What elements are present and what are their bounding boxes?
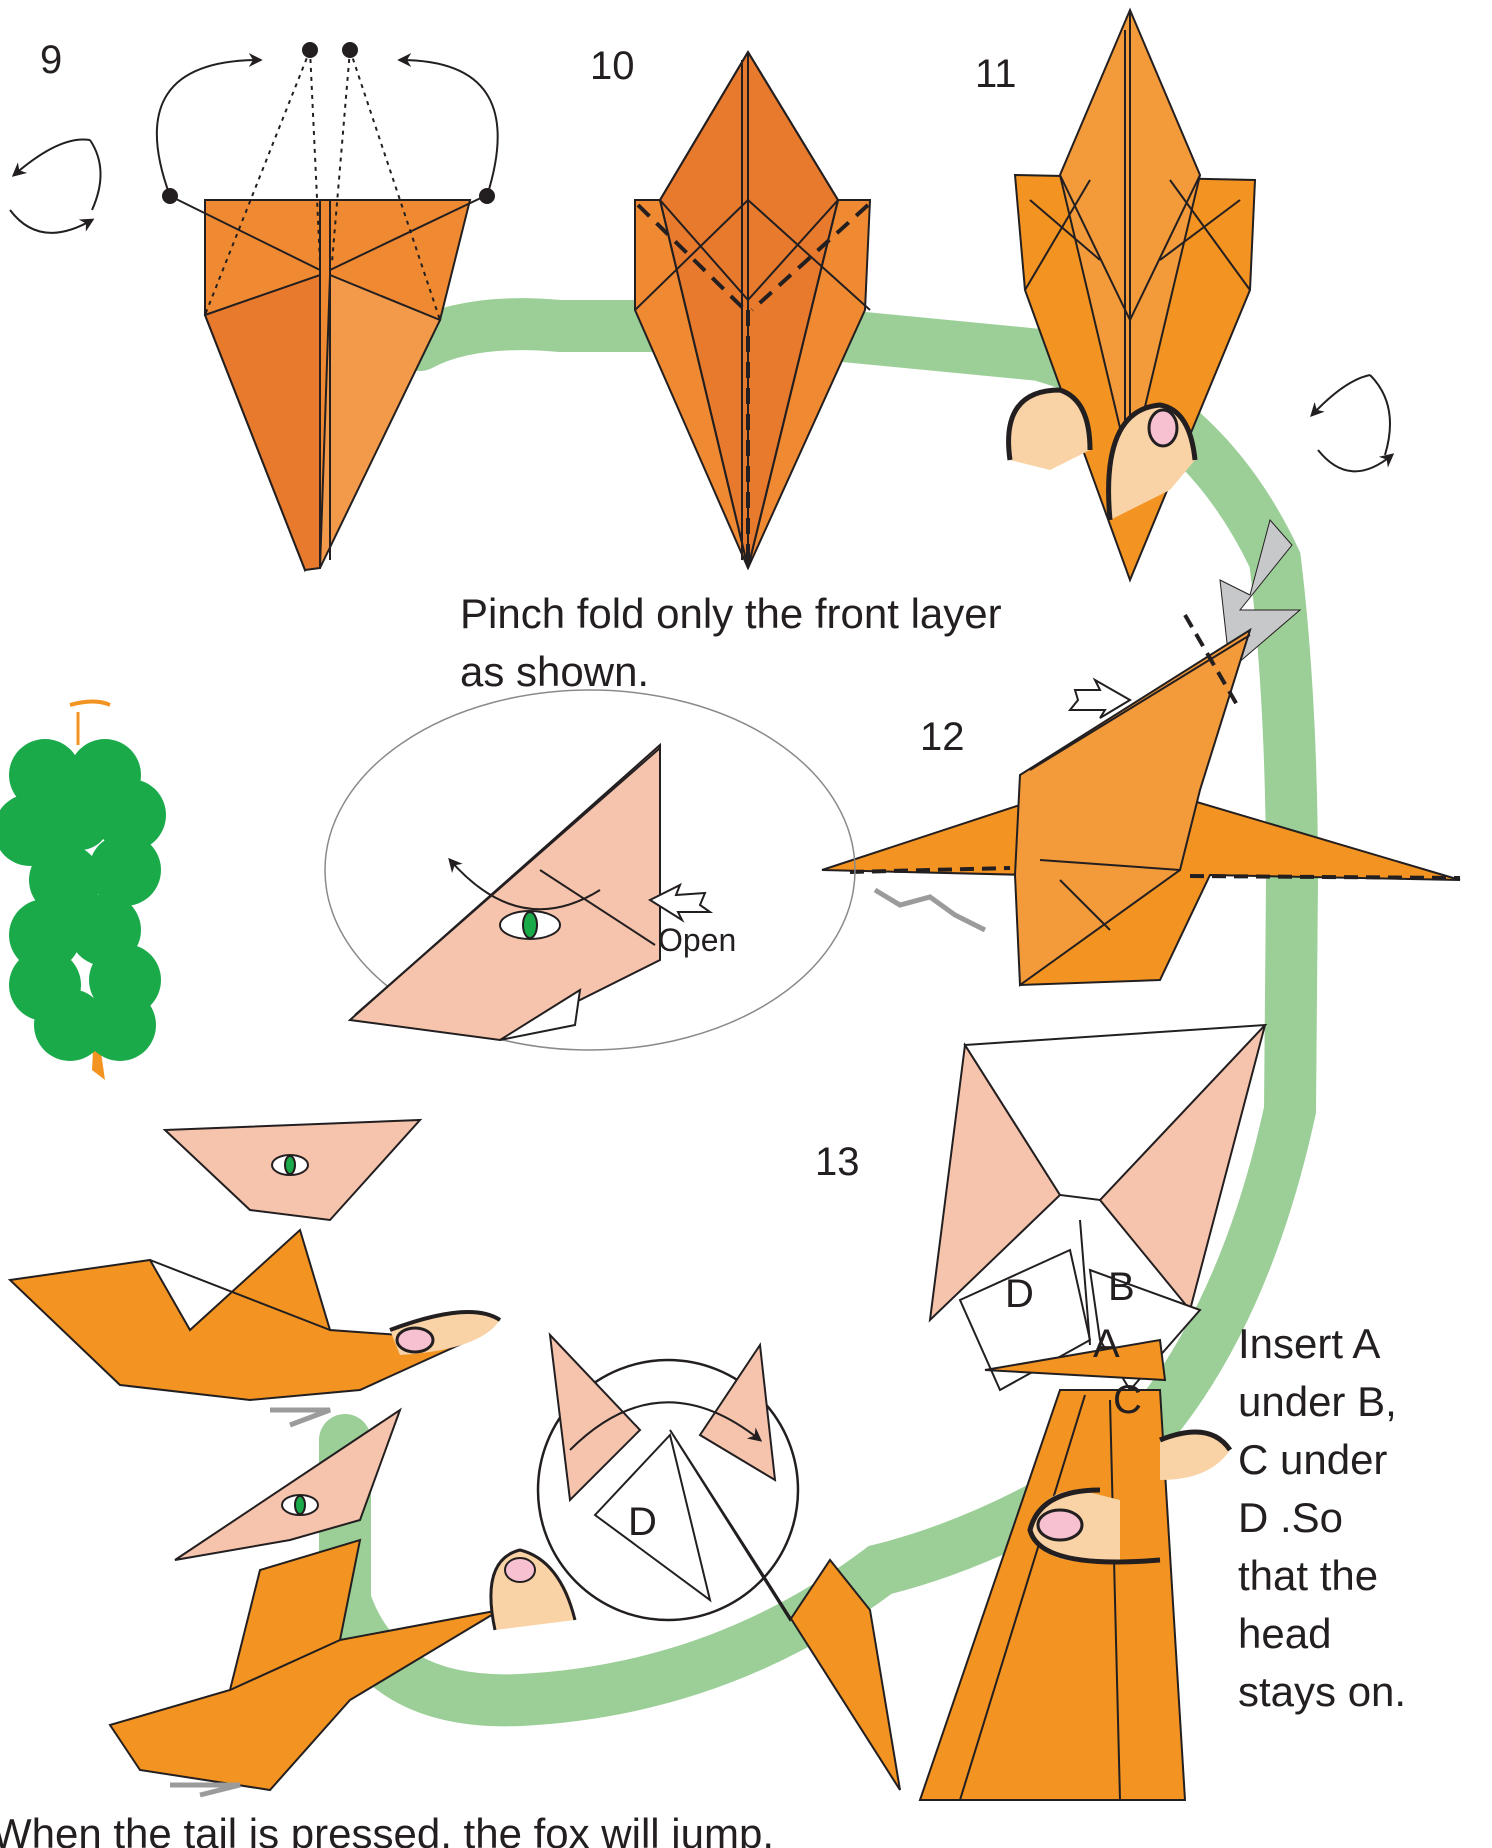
flap-label-d: D <box>1005 1272 1034 1317</box>
jump-caption: When the tail is pressed, the fox will j… <box>0 1805 774 1848</box>
instruction-line: that the <box>1238 1547 1406 1605</box>
pinch-fold-instruction: Pinch fold only the front layer as shown… <box>460 585 1002 701</box>
flap-label-a: A <box>1093 1322 1120 1367</box>
step-9-model <box>157 43 498 570</box>
step-number-12: 12 <box>920 715 965 760</box>
jumping-fox-bottom <box>110 1410 500 1795</box>
flap-label-d-circle: D <box>628 1500 657 1545</box>
instruction-line: stays on. <box>1238 1663 1406 1721</box>
rotate-over-icon <box>1312 375 1392 471</box>
step-number-13: 13 <box>815 1140 860 1185</box>
step-10-model <box>635 52 870 568</box>
jumping-fox-top <box>10 1120 470 1425</box>
instruction-line: under B, <box>1238 1373 1406 1431</box>
instruction-line: D .So <box>1238 1489 1406 1547</box>
step-number-9: 9 <box>40 38 62 83</box>
open-label: Open <box>658 922 736 959</box>
instruction-line: head <box>1238 1605 1406 1663</box>
instruction-line: C under <box>1238 1431 1406 1489</box>
step-number-10: 10 <box>590 44 635 89</box>
instruction-line: Insert A <box>1238 1315 1406 1373</box>
instruction-line: as shown. <box>460 643 1002 701</box>
finger-icon <box>1160 1432 1230 1480</box>
fox-head-detail <box>350 745 660 1040</box>
finger-icon <box>390 1312 500 1355</box>
instruction-line: Pinch fold only the front layer <box>460 585 1002 643</box>
finger-icon <box>491 1550 575 1630</box>
step-13-model <box>920 1025 1265 1800</box>
flap-label-b: B <box>1108 1265 1135 1310</box>
finger-icon <box>1009 390 1090 470</box>
insert-instruction: Insert A under B, C under D .So that the… <box>1238 1315 1406 1721</box>
step-number-11: 11 <box>975 52 1017 97</box>
flap-label-c: C <box>1113 1378 1142 1423</box>
grapes-icon <box>0 702 166 1081</box>
rotate-over-icon <box>10 139 101 232</box>
